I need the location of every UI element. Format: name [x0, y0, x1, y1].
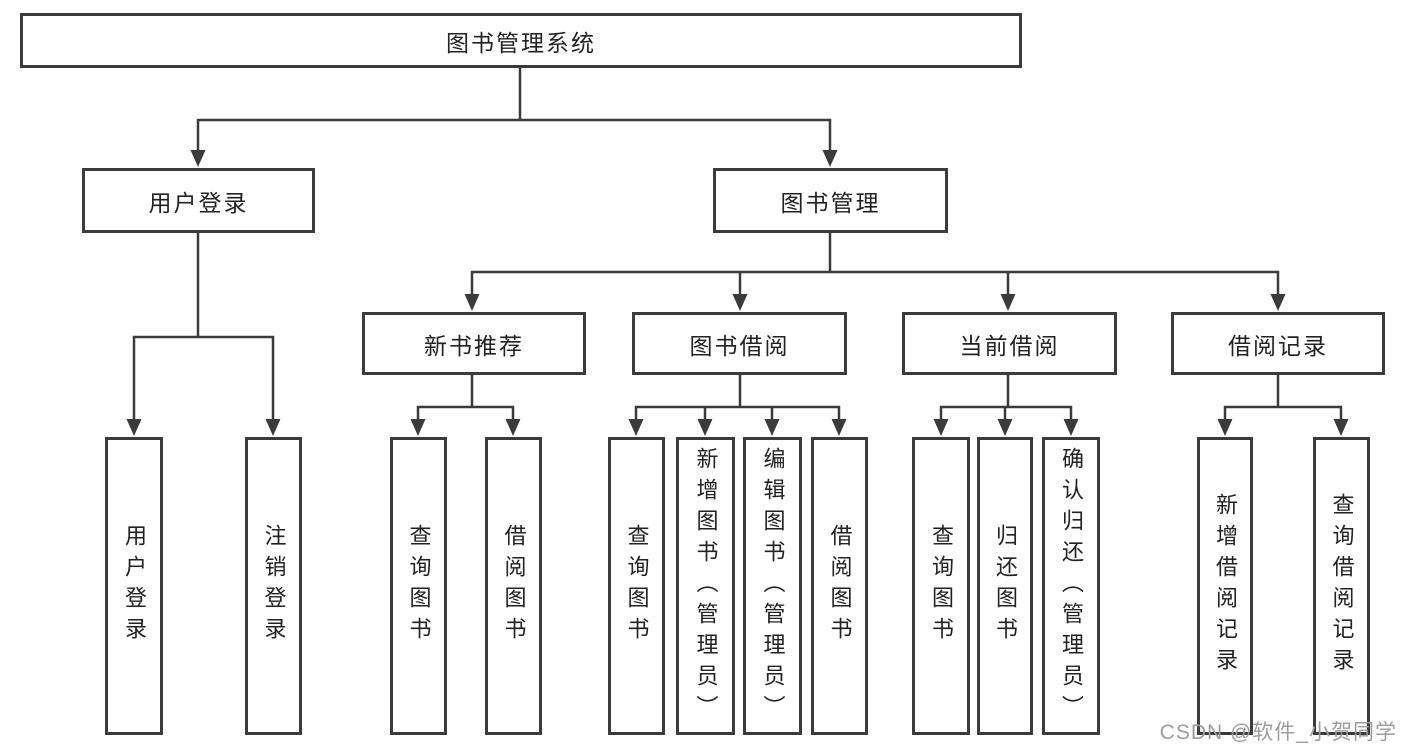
- csdn-watermark: CSDN @软件_小贺同学: [1159, 721, 1397, 744]
- node-book-management: 图书管理: [713, 168, 948, 233]
- leaf-add-books-admin: 新增图书（管理员）: [676, 437, 735, 735]
- node-book-borrowing: 图书借阅: [632, 312, 847, 375]
- leaf-query-books-recommend: 查询图书: [390, 437, 447, 735]
- leaf-edit-books-admin: 编辑图书（管理员）: [743, 437, 802, 735]
- node-current-borrowing: 当前借阅: [902, 312, 1117, 375]
- node-new-book-recommendation: 新书推荐: [362, 312, 586, 375]
- leaf-logout: 注销登录: [245, 437, 302, 735]
- node-library-management-system: 图书管理系统: [20, 13, 1022, 68]
- leaf-confirm-return-admin: 确认归还（管理员）: [1042, 437, 1100, 735]
- node-borrowing-records: 借阅记录: [1171, 312, 1385, 375]
- leaf-query-borrow-record: 查询借阅记录: [1313, 437, 1370, 735]
- leaf-query-books-current: 查询图书: [912, 437, 970, 735]
- leaf-user-login: 用户登录: [105, 437, 163, 735]
- leaf-borrow-books-borrowing: 借阅图书: [811, 437, 868, 735]
- leaf-add-borrow-record: 新增借阅记录: [1197, 437, 1253, 735]
- leaf-return-books: 归还图书: [977, 437, 1033, 735]
- leaf-borrow-books-recommend: 借阅图书: [485, 437, 542, 735]
- arrowheads: [126, 150, 1349, 436]
- node-user-login: 用户登录: [82, 168, 315, 233]
- leaf-query-books-borrowing: 查询图书: [608, 437, 665, 735]
